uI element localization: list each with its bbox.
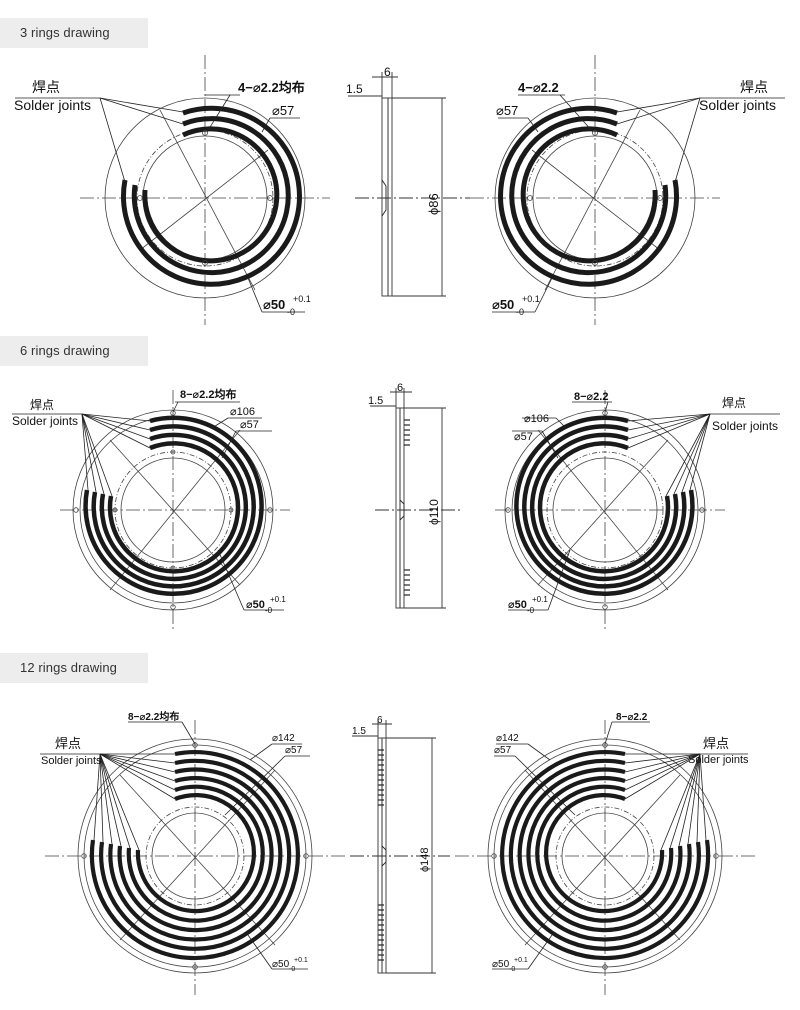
label-holes: 4−⌀2.2均布: [238, 80, 305, 95]
label-tol-up: +0.1: [514, 957, 528, 964]
side-view: [348, 72, 470, 297]
label-tol-up: +0.1: [294, 957, 308, 964]
front-view: [40, 720, 345, 995]
label-id: ⌀50: [508, 599, 527, 611]
label-en: Solder joints: [41, 755, 102, 767]
label-od: ⌀57: [494, 745, 512, 756]
label-od: ⌀57: [514, 431, 533, 443]
label-thickness-1: 1.5: [346, 82, 363, 96]
label-id: ⌀50: [492, 959, 510, 970]
label-tol-up: +0.1: [293, 294, 311, 304]
back-view: [470, 55, 785, 325]
label-zh: 焊点: [722, 395, 746, 410]
label-en: Solder joints: [712, 419, 778, 433]
label-tol-dn: -0: [265, 606, 273, 615]
label-id: ⌀50: [272, 959, 290, 970]
label-id: ⌀50: [263, 297, 285, 312]
label-thickness-2: 6: [377, 715, 383, 726]
drawing-6-rings: 焊点 Solder joints 8−⌀2.2均布 ⌀106 ⌀57 ⌀50 +…: [12, 382, 780, 630]
label-tol-up: +0.1: [270, 595, 286, 604]
front-view: [12, 390, 290, 630]
label-holes: 8−⌀2.2均布: [128, 710, 179, 723]
label-holes: 8−⌀2.2均布: [180, 387, 236, 401]
label-tol-up: +0.1: [532, 595, 548, 604]
label-en: Solder joints: [699, 97, 776, 113]
label-en: Solder joints: [14, 97, 91, 113]
section-tab-3-rings: 3 rings drawing: [0, 18, 148, 48]
label-thickness-1: 1.5: [368, 395, 383, 407]
label-od2: ⌀106: [524, 413, 549, 425]
back-view: [495, 390, 780, 630]
section-title: 12 rings drawing: [20, 660, 117, 675]
label-thickness-1: 1.5: [352, 726, 366, 737]
front-view: [15, 55, 330, 325]
label-holes: 8−⌀2.2: [616, 712, 648, 723]
label-diameter: ϕ110: [427, 499, 441, 525]
label-zh: 焊点: [740, 79, 768, 95]
label-en: Solder joints: [12, 414, 78, 428]
label-od: ⌀57: [240, 419, 259, 431]
label-od: ⌀57: [496, 103, 518, 118]
side-view: [370, 388, 460, 609]
label-od2: ⌀142: [496, 733, 519, 744]
label-holes: 4−⌀2.2: [518, 80, 559, 95]
label-od2: ⌀106: [230, 406, 255, 418]
label-diameter: ϕ148: [419, 847, 431, 872]
label-tol-dn: -0: [287, 307, 295, 317]
label-tol-dn: -0: [516, 307, 524, 317]
label-id: ⌀50: [492, 297, 514, 312]
label-od2: ⌀142: [272, 733, 295, 744]
section-tab-12-rings: 12 rings drawing: [0, 653, 148, 683]
label-od: ⌀57: [285, 745, 303, 756]
section-tab-6-rings: 6 rings drawing: [0, 336, 148, 366]
label-zh: 焊点: [30, 397, 54, 412]
label-holes: 8−⌀2.2: [574, 391, 608, 403]
label-od: ⌀57: [272, 103, 294, 118]
label-zh: 焊点: [32, 79, 60, 95]
drawing-3-rings: 焊点 Solder joints 4−⌀2.2均布 ⌀57 ⌀50 +0.1 -…: [14, 55, 785, 325]
section-title: 3 rings drawing: [20, 25, 110, 40]
label-tol-dn: -0: [509, 966, 515, 973]
side-view: [350, 720, 450, 974]
label-zh: 焊点: [55, 736, 81, 751]
label-id: ⌀50: [246, 599, 265, 611]
label-thickness-2: 6: [384, 65, 391, 79]
label-en: Solder joints: [688, 754, 749, 766]
label-tol-up: +0.1: [522, 294, 540, 304]
section-title: 6 rings drawing: [20, 343, 110, 358]
drawing-12-rings: 焊点 Solder joints 8−⌀2.2均布 ⌀142 ⌀57 ⌀50 +…: [40, 710, 755, 995]
label-tol-dn: -0: [289, 966, 295, 973]
label-diameter: ϕ86: [426, 193, 441, 215]
label-thickness-2: 6: [397, 382, 403, 394]
back-view: [455, 720, 755, 995]
label-tol-dn: -0: [527, 606, 535, 615]
label-zh: 焊点: [703, 736, 729, 751]
